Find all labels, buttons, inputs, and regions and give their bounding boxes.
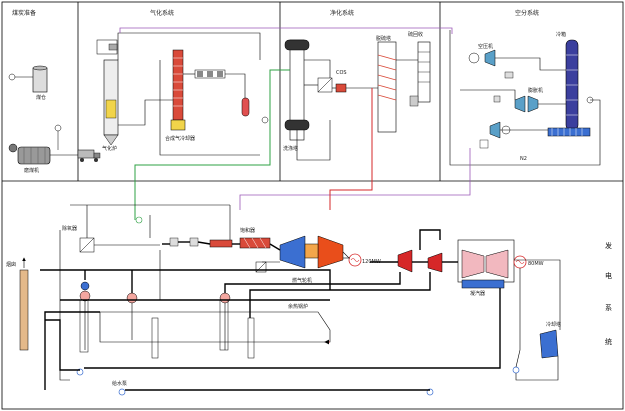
cos-label: COS [336,70,347,76]
steam-turbine [461,249,485,279]
power-label-2: 电 [605,271,612,280]
red-line [329,88,373,210]
combustor [304,243,319,259]
deaerator-label: 除氧器 [62,225,77,232]
steam-piping [40,229,501,391]
sulfur-recovery-label: 硫回收 [408,31,423,38]
gasifier [103,59,119,136]
syngas-cooler [172,49,184,121]
gas-turbine-label: 燃气轮机 [292,277,312,284]
chimney [19,269,29,351]
air-compressor [484,49,496,67]
purple-line-top [119,27,453,34]
cooling-tower [539,329,559,359]
chimney-label: 烟囱 [6,261,16,268]
coal-bin-label: 煤仓 [36,94,46,101]
expander-label: 膨胀机 [528,87,543,94]
hrsg-label: 余热锅炉 [288,303,308,310]
air-compressor-label: 空压机 [478,43,493,50]
feed-pump-label: 给水泵 [112,380,127,387]
cooling-tower-label: 冷却塔 [546,321,561,328]
section-air-separation: 空分系统 [515,9,539,17]
section-gasification: 气化系统 [150,9,174,17]
power-label-4: 统 [605,337,612,346]
condenser-label: 凝汽器 [470,290,485,297]
power-label-3: 系 [605,303,612,312]
hrsg [99,311,331,343]
desulfurizer-label: 脱硫塔 [376,35,391,42]
drum-3 [219,292,231,350]
gas-turbine-compressor [279,235,306,269]
coal-bin [32,67,48,93]
cold-box-label: 冷箱 [556,31,566,38]
coal-mill-label: 磨煤机 [24,167,39,174]
coal-prep-group: 煤仓 磨煤机 [8,65,78,174]
cos-hydrolysis [335,83,347,93]
power-label-1: 发 [605,241,612,250]
green-line [134,69,290,220]
expander [527,95,539,113]
gasification-group: 气化炉 合成气冷却器 [77,32,269,162]
gasifier-label: 气化炉 [102,145,117,152]
scrubber-label: 洗涤塔 [283,145,298,152]
section-purification: 净化系统 [330,9,354,17]
coal-mill [17,146,51,165]
st-power-label: 80MW [528,261,544,267]
air-separation-group: 冷箱 空压机 膨胀机 N2 [449,30,601,166]
syngas-cooler-label: 合成气冷却器 [165,135,195,142]
saturator-label: 饱和器 [240,227,255,234]
nitrogen-label: N2 [520,156,527,162]
condenser [461,279,505,289]
scrubber [284,39,310,51]
section-coal-prep: 煤炭准备 [12,9,36,17]
power-system-group: 发 电 系 统 烟囱 燃气轮机 120MW 凝汽器 80MW 冷却塔 [6,204,612,396]
drum-1 [79,281,91,350]
purification-group: 洗涤塔 COS 脱硫塔 硫回收 [283,31,431,161]
gas-turbine [317,235,344,269]
purple-line-mid [239,148,471,210]
desulfurizer [377,41,397,133]
